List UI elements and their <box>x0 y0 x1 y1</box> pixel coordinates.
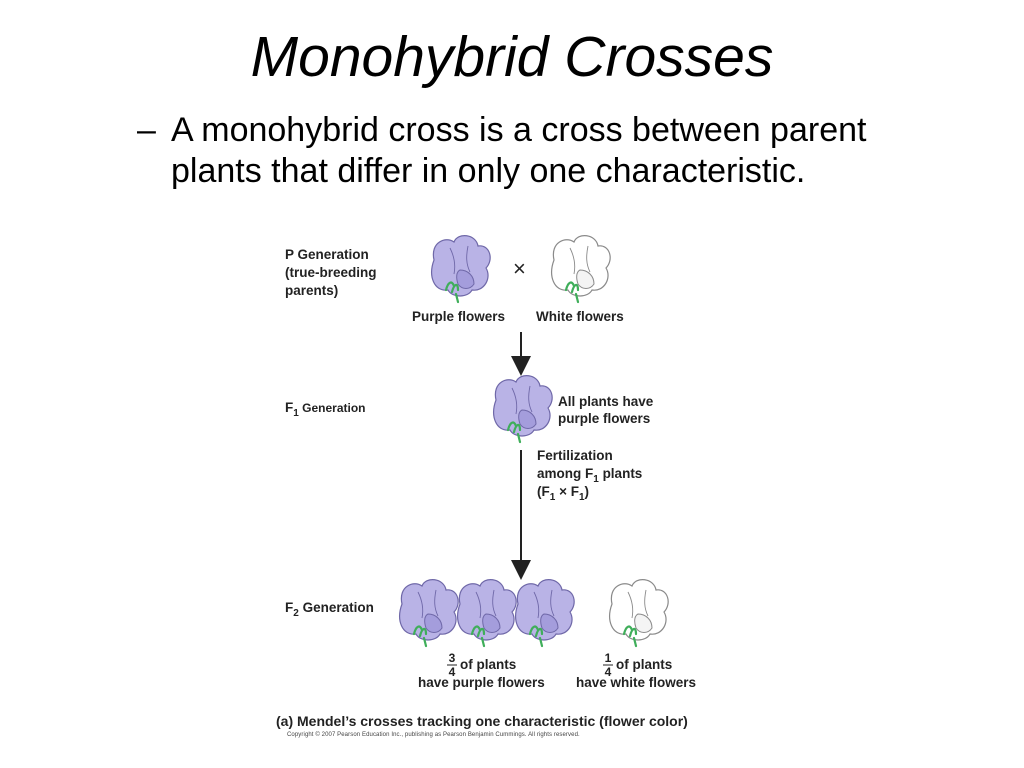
f1-note-line1: All plants have <box>558 394 654 409</box>
slide-title: Monohybrid Crosses <box>250 25 774 89</box>
figure-caption: (a) Mendel’s crosses tracking one charac… <box>276 713 688 729</box>
f1-generation-label: F1 Generation <box>285 400 366 419</box>
cross-symbol: × <box>513 256 526 281</box>
white-fraction-denominator: 4 <box>605 665 612 679</box>
bullet-text: A monohybrid cross is a cross between pa… <box>171 111 867 190</box>
fertilization-line2: among F1 plants <box>537 466 642 485</box>
purple-result-label: have purple flowers <box>418 675 545 690</box>
purple-flower-icon <box>398 578 460 648</box>
white-fraction-numerator: 1 <box>605 651 612 665</box>
purple-fraction-label: of plants <box>460 657 516 672</box>
white-result-label: have white flowers <box>576 675 696 690</box>
purple-flower-icon <box>430 234 492 304</box>
purple-flower-icon <box>492 374 554 444</box>
copyright-notice: Copyright © 2007 Pearson Education Inc.,… <box>287 732 580 738</box>
white-flowers-label: White flowers <box>536 309 624 324</box>
white-flower-icon <box>550 234 612 304</box>
white-fraction-label: of plants <box>616 657 672 672</box>
purple-fraction-numerator: 3 <box>449 651 456 665</box>
p-generation-subtitle-2: parents) <box>285 283 338 298</box>
p-generation-subtitle: (true-breeding <box>285 265 377 280</box>
f1-note-line2: purple flowers <box>558 411 650 426</box>
bullet-point: – A monohybrid cross is a cross between … <box>137 110 897 192</box>
purple-fraction-denominator: 4 <box>449 665 456 679</box>
fertilization-line3: (F1 × F1) <box>537 484 589 503</box>
fertilization-line1: Fertilization <box>537 448 613 463</box>
purple-flowers-label: Purple flowers <box>412 309 505 324</box>
purple-flower-icon <box>456 578 518 648</box>
white-flower-icon <box>608 578 670 648</box>
purple-flower-icon <box>514 578 576 648</box>
p-generation-title: P Generation <box>285 247 369 262</box>
f2-generation-label: F2 Generation <box>285 600 374 619</box>
bullet-dash: – <box>137 111 156 149</box>
